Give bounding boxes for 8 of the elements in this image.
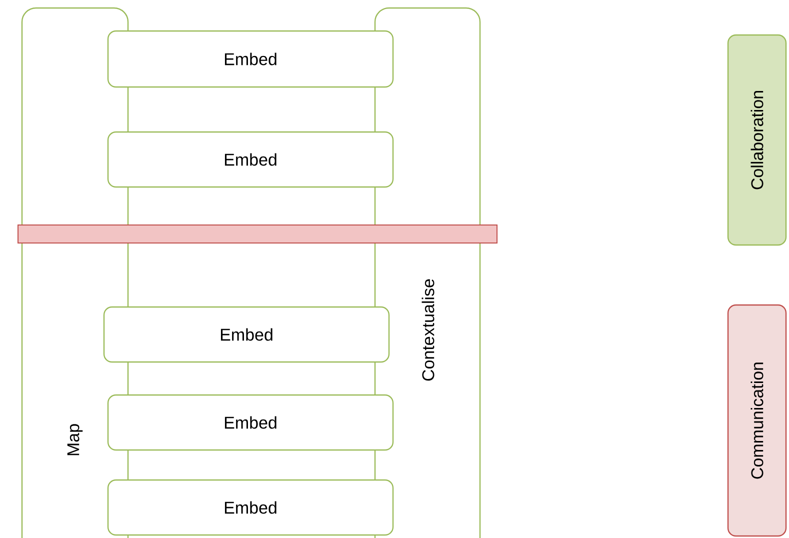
collaboration-box: Collaboration xyxy=(727,34,787,246)
embed-box: Embed xyxy=(107,131,394,188)
communication-box: Communication xyxy=(727,304,787,537)
embed-box: Embed xyxy=(107,30,394,88)
embed-box: Embed xyxy=(107,479,394,536)
embed-box: Embed xyxy=(107,394,394,451)
embed-box: Embed xyxy=(103,306,390,363)
band xyxy=(18,224,498,244)
